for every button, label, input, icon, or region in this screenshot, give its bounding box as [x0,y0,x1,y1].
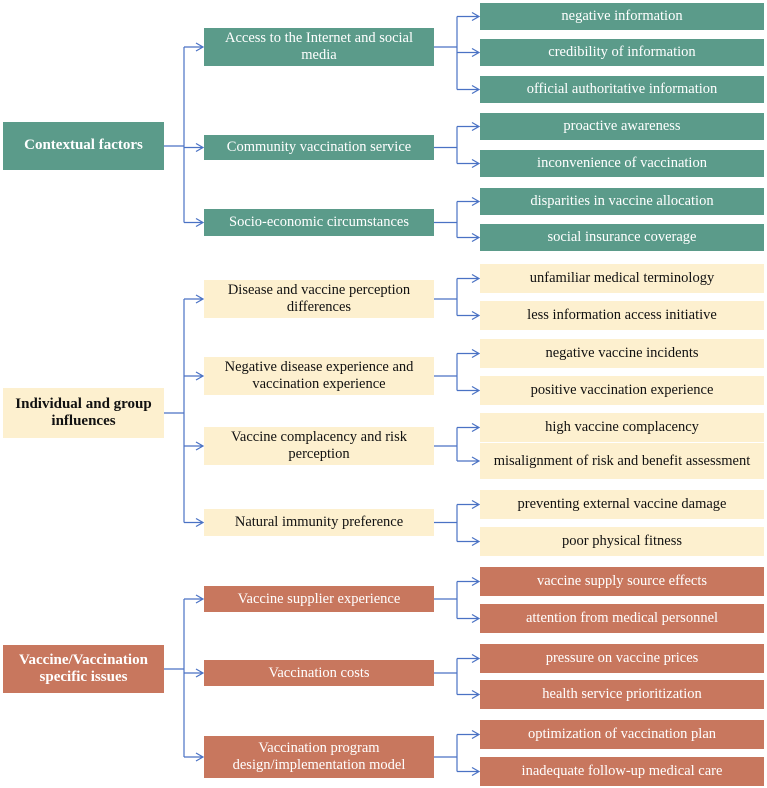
connector-group-1-category-1-path [434,348,481,396]
connector-group-1-category-0 [434,273,481,321]
item-proactive-awareness: proactive awareness [480,113,764,140]
connector-group-0-category-2 [434,196,481,243]
connector-group-1-category-3 [434,499,481,547]
category-vaccine-supplier-experience: Vaccine supplier experience [204,586,434,612]
category-vaccination-costs: Vaccination costs [204,660,434,686]
main-factor-contextual: Contextual factors [3,122,164,170]
connector-group-1 [164,294,205,528]
connector-group-1-category-0-path [434,273,481,321]
item-negative-vaccine-incidents: negative vaccine incidents [480,339,764,368]
connector-group-2-category-0-path [434,576,481,624]
item-credibility-of-information: credibility of information [480,39,764,66]
connector-group-2-category-2 [434,729,481,777]
category-complacency-risk-perception: Vaccine complacency and risk perception [204,427,434,465]
item-high-vaccine-complacency: high vaccine complacency [480,413,764,442]
item-less-information-access-initiative: less information access initiative [480,301,764,330]
connector-group-1-category-3-path [434,499,481,547]
connector-group-0-category-1-path [434,121,481,169]
category-natural-immunity-preference: Natural immunity preference [204,509,434,536]
category-program-design-implementation: Vaccination program design/implementatio… [204,736,434,778]
connector-group-0-category-0-path [434,11,481,95]
item-vaccine-supply-source-effects: vaccine supply source effects [480,567,764,596]
item-poor-physical-fitness: poor physical fitness [480,527,764,556]
item-attention-from-medical-personnel: attention from medical personnel [480,604,764,633]
connector-group-0-category-0 [434,11,481,95]
item-disparities-in-vaccine-allocation: disparities in vaccine allocation [480,188,764,215]
connector-group-0-category-1 [434,121,481,169]
connector-group-1-category-2-path [434,422,481,466]
category-negative-disease-experience: Negative disease experience and vaccinat… [204,357,434,395]
connector-group-2-category-2-path [434,729,481,777]
item-official-authoritative-information: official authoritative information [480,76,764,103]
category-socio-economic: Socio-economic circumstances [204,209,434,236]
category-community-vaccination-service: Community vaccination service [204,135,434,160]
connector-group-0-category-2-path [434,196,481,243]
item-health-service-prioritization: health service prioritization [480,680,764,709]
item-social-insurance-coverage: social insurance coverage [480,224,764,251]
connector-group-2 [164,594,205,762]
connector-group-2-category-0 [434,576,481,624]
main-factor-individual-group: Individual and group influences [3,388,164,438]
connector-group-2-category-1 [434,653,481,700]
item-optimization-of-vaccination-plan: optimization of vaccination plan [480,720,764,749]
connector-group-2-category-1-path [434,653,481,700]
item-inconvenience-of-vaccination: inconvenience of vaccination [480,150,764,177]
item-unfamiliar-medical-terminology: unfamiliar medical terminology [480,264,764,293]
item-inadequate-follow-up-care: inadequate follow-up medical care [480,757,764,786]
connector-group-0-path [164,42,205,228]
item-negative-information: negative information [480,3,764,30]
category-disease-vaccine-perception: Disease and vaccine perception differenc… [204,280,434,318]
item-misalignment-risk-benefit: misalignment of risk and benefit assessm… [480,443,764,479]
connector-group-1-category-2 [434,422,481,466]
main-factor-vaccine-specific: Vaccine/Vaccination specific issues [3,645,164,693]
connector-group-2-path [164,594,205,762]
item-preventing-external-vaccine-damage: preventing external vaccine damage [480,490,764,519]
category-internet-social-media: Access to the Internet and social media [204,28,434,66]
connector-group-1-category-1 [434,348,481,396]
item-positive-vaccination-experience: positive vaccination experience [480,376,764,405]
connector-group-1-path [164,294,205,528]
connector-group-0 [164,42,205,228]
item-pressure-on-vaccine-prices: pressure on vaccine prices [480,644,764,673]
